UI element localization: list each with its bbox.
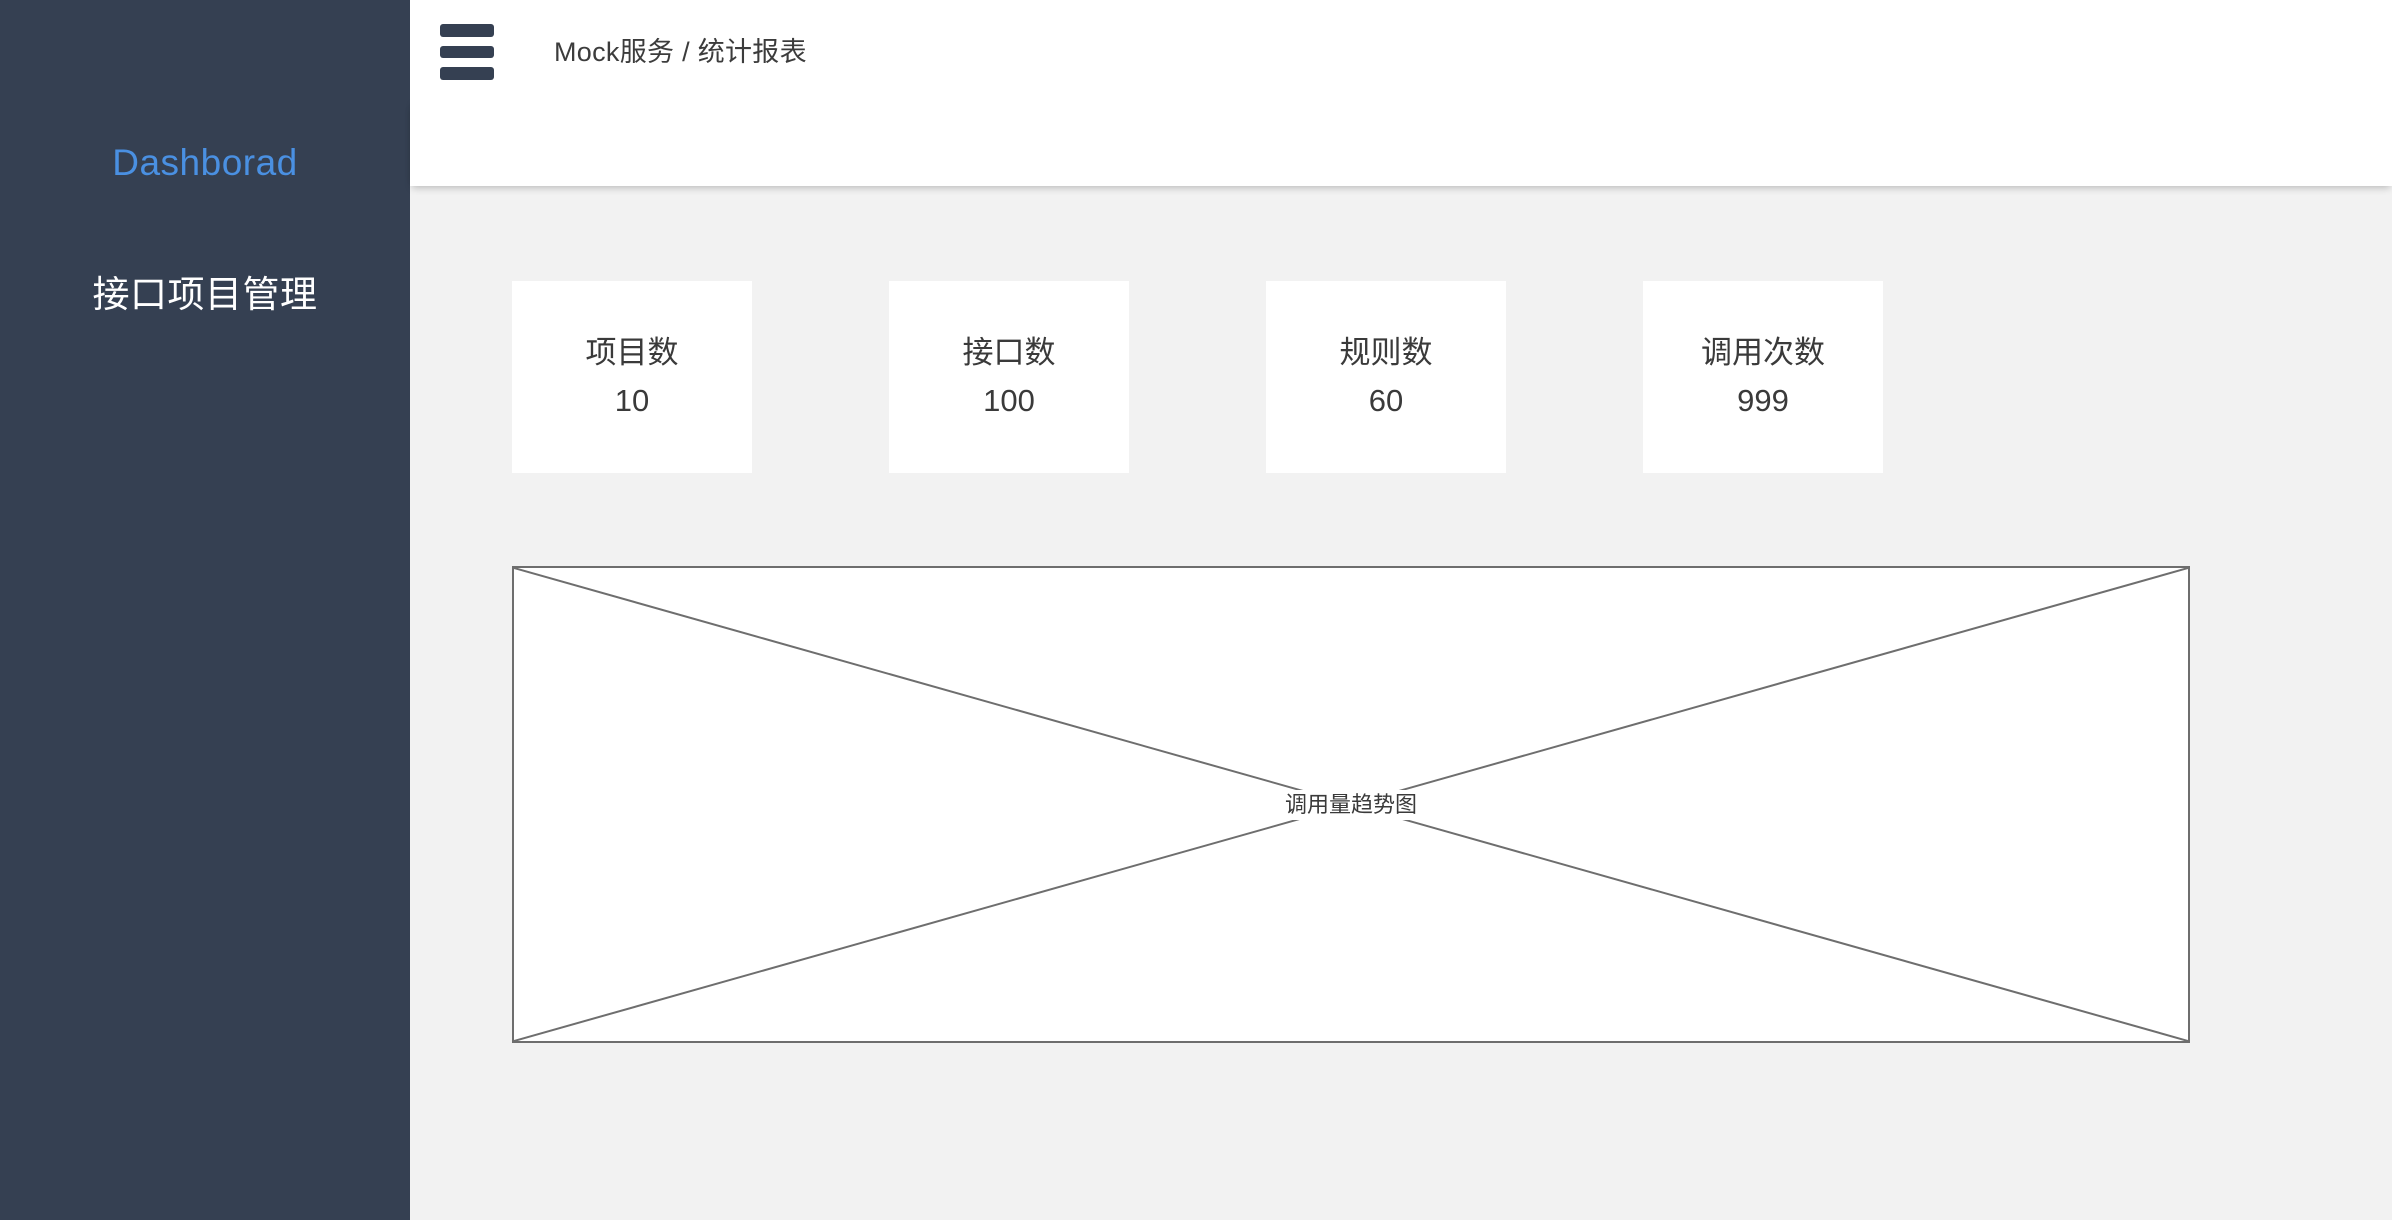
- stat-card-value: 60: [1368, 383, 1404, 418]
- breadcrumb: Mock服务 / 统计报表: [554, 37, 807, 67]
- chart-placeholder-box: 调用量趋势图: [512, 566, 2190, 1043]
- top-header: Mock服务 / 统计报表: [410, 0, 2392, 104]
- sub-toolbar: [410, 104, 2392, 186]
- chart-placeholder[interactable]: 调用量趋势图: [512, 566, 2190, 1043]
- stat-card-projects[interactable]: 项目数 10: [512, 281, 752, 473]
- sidebar-item-label-project-management: 接口项目管理: [92, 274, 318, 315]
- stat-card-value: 999: [1737, 383, 1789, 418]
- content-area: 项目数 10 接口数 100 规则数 60 调用次数 999: [410, 186, 2392, 1220]
- stat-card-rules[interactable]: 规则数 60: [1266, 281, 1506, 473]
- chart-placeholder-label: 调用量趋势图: [1280, 789, 1422, 820]
- stat-card-value: 10: [614, 383, 650, 418]
- hamburger-bar-1: [440, 24, 494, 37]
- stat-cards: 项目数 10 接口数 100 规则数 60 调用次数 999: [512, 281, 2392, 473]
- hamburger-icon[interactable]: [436, 24, 498, 81]
- stat-card-title: 调用次数: [1701, 335, 1825, 370]
- stat-card-calls[interactable]: 调用次数 999: [1643, 281, 1883, 473]
- sub-toolbar-wrapper: [410, 104, 2392, 186]
- hamburger-bar-3: [440, 67, 494, 81]
- sidebar-item-project-management[interactable]: 接口项目管理: [0, 258, 410, 332]
- sidebar: Dashborad 接口项目管理: [0, 0, 410, 1220]
- sidebar-item-label-dashborad: Dashborad: [112, 142, 298, 183]
- stat-card-title: 项目数: [585, 335, 679, 370]
- hamburger-bar-2: [440, 45, 494, 59]
- stat-card-interfaces[interactable]: 接口数 100: [889, 281, 1129, 473]
- sidebar-item-dashborad[interactable]: Dashborad: [0, 126, 410, 200]
- stat-card-title: 接口数: [962, 335, 1056, 370]
- main-region: Mock服务 / 统计报表 项目数 10 接口数 100 规则数 60: [410, 0, 2392, 1220]
- stat-card-value: 100: [983, 383, 1035, 418]
- stat-card-title: 规则数: [1339, 335, 1433, 370]
